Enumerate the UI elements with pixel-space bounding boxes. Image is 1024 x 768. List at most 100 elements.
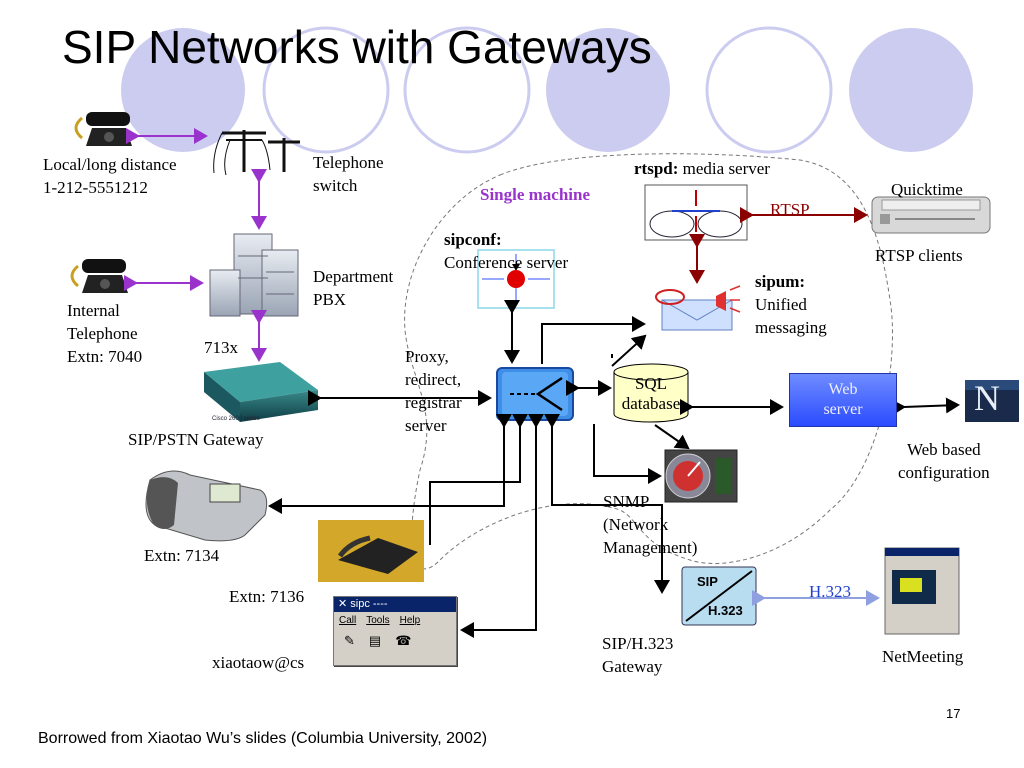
department-pbx-line2: PBX (313, 290, 347, 309)
link-proxy-7134 (268, 414, 512, 514)
sipc-title: sipc ---- (350, 598, 388, 610)
local-distance-line1: Local/long distance (43, 155, 177, 174)
media-server-icon (644, 184, 748, 241)
sipc-menu-help[interactable]: Help (399, 615, 421, 626)
bg-circle-6 (849, 28, 973, 152)
internal-telephone-label: Internal Telephone Extn: 7040 (67, 299, 142, 368)
bg-circle-5 (705, 26, 833, 154)
sipconf-label: sipconf: Conference server (444, 228, 568, 274)
link-db-snmp (654, 424, 690, 450)
sipum-line2: messaging (755, 318, 827, 337)
snmp-line1: SNMP (603, 492, 650, 511)
sipc-menu-tools[interactable]: Tools (366, 615, 390, 626)
internal-telephone-line1: Internal (67, 301, 120, 320)
sipum-line1: Unified (755, 295, 807, 314)
telephone-switch-line1: Telephone (313, 153, 384, 172)
extn-7134-label: Extn: 7134 (144, 546, 220, 565)
proxy-server-icon (496, 367, 574, 421)
extn-7136-label: Extn: 7136 (229, 587, 305, 606)
sipc-phone-icon[interactable]: ☎ (395, 633, 412, 648)
local-distance-label: Local/long distance 1-212-5551212 (43, 153, 177, 199)
sql-database-label: SQL database (614, 374, 688, 414)
router-icon (204, 362, 318, 422)
sipconf-name: sipconf: (444, 230, 502, 249)
internal-telephone-line2: Telephone (67, 324, 138, 343)
sipc-book-icon[interactable]: ▤ (368, 633, 382, 648)
department-pbx-line1: Department (313, 267, 394, 286)
link-db-messaging (611, 334, 647, 367)
department-pbx-icon (209, 233, 299, 317)
web-server-box: Web server (789, 373, 897, 427)
telephone-switch-icon (213, 130, 300, 176)
netscape-icon (965, 380, 1019, 422)
internal-telephone-extn: Extn: 7040 (67, 347, 143, 366)
gateway-icon-sip-text: SIP (697, 574, 718, 589)
slide-title: SIP Networks with Gateways (62, 21, 652, 73)
telephone-icon-internal (70, 259, 128, 293)
footer-credit: Borrowed from Xiaotao Wu’s slides (Colum… (38, 730, 488, 747)
netmeeting-label: NetMeeting (882, 647, 964, 666)
sipc-toolbar: ✎ ▤ ☎ (334, 629, 456, 653)
sip-h323-gateway-label: SIP/H.323 Gateway (602, 632, 673, 678)
sipc-menu-call[interactable]: Call (339, 615, 357, 626)
rtspd-label: rtspd: media server (634, 157, 770, 180)
link-proxy-7136 (429, 414, 528, 545)
web-config-line1: Web based (906, 440, 981, 459)
department-pbx-label: Department PBX (313, 265, 393, 311)
rtspd-name: rtspd: (634, 159, 679, 178)
bg-circle-2 (262, 26, 390, 154)
router-caption: Cisco 2600 series (212, 416, 260, 422)
snmp-line2: (Network (603, 515, 669, 534)
proxy-line1: Proxy, (405, 347, 449, 366)
sql-line2: database (621, 394, 681, 413)
telephone-switch-label: Telephone switch (313, 151, 384, 197)
pbx-extension-label: 713x (204, 338, 238, 357)
sipc-window: ✕ sipc ---- Call Tools Help ✎ ▤ ☎ (333, 596, 457, 666)
page-number: 17 (946, 706, 961, 721)
web-config-label: Web based configuration (898, 438, 990, 484)
proxy-server-label: Proxy, redirect, registrar server (405, 345, 462, 437)
sipum-name: sipum: (755, 272, 806, 291)
sipc-title-bar: ✕ sipc ---- (334, 597, 456, 612)
sipc-menu-bar: Call Tools Help (334, 612, 456, 629)
ip-phone-7136-icon (318, 520, 424, 582)
sipc-call-icon[interactable]: ✎ (344, 633, 355, 648)
link-proxy-snmp (593, 424, 662, 484)
sip-h323-line2: Gateway (602, 657, 663, 676)
snmp-line3: Management) (603, 538, 698, 557)
quicktime-player-icon (871, 196, 991, 234)
web-server-line2: server (823, 401, 863, 418)
rtsp-clients-label: RTSP clients (875, 246, 963, 265)
rtsp-link-label: RTSP (770, 200, 810, 219)
sql-line1: SQL (634, 374, 668, 393)
sip-h323-line1: SIP/H.323 (602, 634, 674, 653)
web-config-line2: configuration (898, 463, 990, 482)
snmp-label: SNMP (Network Management) (603, 490, 697, 559)
single-machine-label: Single machine (480, 185, 591, 204)
rtspd-desc: media server (682, 159, 770, 178)
proxy-line4: server (405, 416, 447, 435)
local-distance-number: 1-212-5551212 (43, 178, 148, 197)
proxy-line2: redirect, (405, 370, 462, 389)
telephone-icon-local (74, 112, 132, 146)
sipc-logo-icon: ✕ (338, 598, 351, 610)
h323-link-label: H.323 (809, 582, 852, 601)
web-server-line1: Web (828, 381, 858, 398)
sipconf-desc: Conference server (444, 253, 569, 272)
link-webserver-netscape (891, 397, 960, 416)
bg-circle-4 (546, 28, 670, 152)
bg-circle-3 (403, 26, 531, 154)
ip-phone-7134-icon (145, 470, 268, 542)
link-proxy-h323gw (544, 414, 670, 594)
bg-circle-1 (121, 28, 245, 152)
proxy-line3: registrar (405, 393, 462, 412)
telephone-switch-line2: switch (313, 176, 358, 195)
snmp-icon (664, 449, 738, 503)
quicktime-label: Quicktime (891, 180, 963, 199)
link-proxy-messaging (541, 316, 646, 364)
link-proxy-sipc (460, 414, 544, 638)
sipum-label: sipum: Unified messaging (755, 270, 827, 339)
unified-messaging-icon (655, 285, 741, 331)
